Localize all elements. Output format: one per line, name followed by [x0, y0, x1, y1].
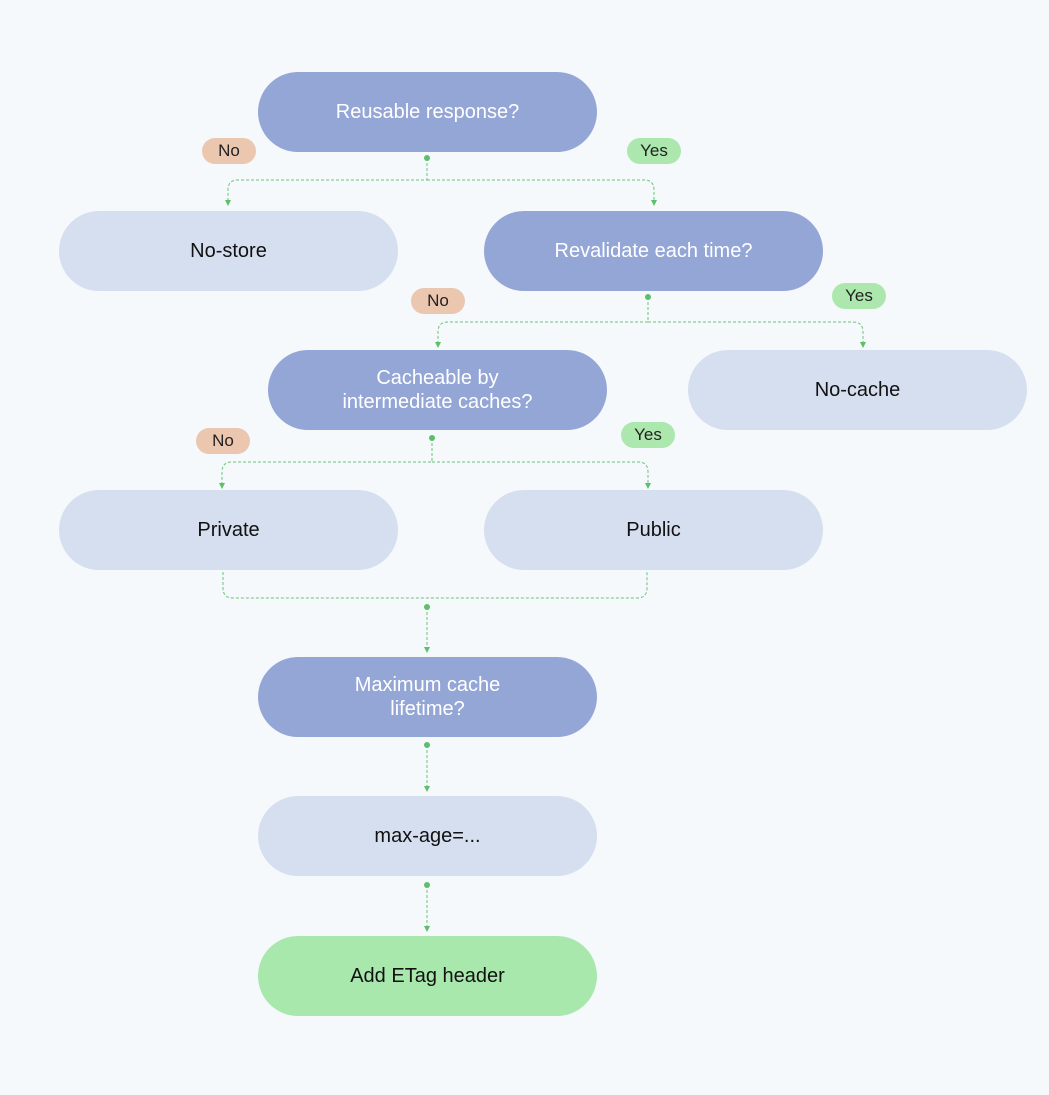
node-max-lifetime: Maximum cache lifetime?	[258, 657, 597, 737]
connector-revalidate-no	[435, 297, 649, 348]
connector-reusable-yes	[427, 179, 657, 206]
node-reusable-response: Reusable response?	[258, 72, 597, 152]
connector-dot	[424, 742, 430, 748]
label-yes-revalidate: Yes	[832, 283, 886, 309]
node-add-etag-label: Add ETag header	[350, 965, 505, 987]
node-reusable-response-label: Reusable response?	[335, 101, 520, 123]
node-revalidate: Revalidate each time?	[484, 211, 823, 291]
node-max-lifetime-label-line1: Maximum cache	[354, 674, 501, 696]
connector-dot	[424, 155, 430, 161]
label-no-reusable: No	[202, 138, 256, 164]
node-max-age: max-age=...	[258, 796, 597, 876]
node-no-cache-label: No-cache	[814, 379, 901, 401]
node-max-lifetime-label-line2: lifetime?	[390, 698, 465, 720]
node-no-store: No-store	[59, 211, 398, 291]
label-no-cacheable: No	[196, 428, 250, 454]
connector-cacheable-no	[219, 438, 433, 489]
node-revalidate-label: Revalidate each time?	[554, 240, 753, 262]
connector-revalidate-yes	[648, 321, 866, 348]
connector-dot	[429, 435, 435, 441]
node-add-etag: Add ETag header	[258, 936, 597, 1016]
node-public: Public	[484, 490, 823, 570]
label-no-revalidate: No	[411, 288, 465, 314]
connector-dot	[424, 604, 430, 610]
connector-dot	[424, 882, 430, 888]
node-max-age-label: max-age=...	[374, 825, 481, 847]
connector-cacheable-yes	[432, 461, 651, 489]
node-no-store-label: No-store	[190, 240, 267, 262]
connector-dot	[645, 294, 651, 300]
connector-reusable-split	[225, 158, 428, 206]
node-public-label: Public	[626, 519, 681, 541]
node-cacheable-label-line2: intermediate caches?	[342, 391, 533, 413]
label-yes-reusable: Yes	[627, 138, 681, 164]
connector-merge	[222, 572, 648, 599]
label-yes-cacheable: Yes	[621, 422, 675, 448]
node-private: Private	[59, 490, 398, 570]
node-no-cache: No-cache	[688, 350, 1027, 430]
node-cacheable: Cacheable by intermediate caches?	[268, 350, 607, 430]
node-cacheable-label-line1: Cacheable by	[376, 367, 499, 389]
node-private-label: Private	[197, 519, 260, 541]
